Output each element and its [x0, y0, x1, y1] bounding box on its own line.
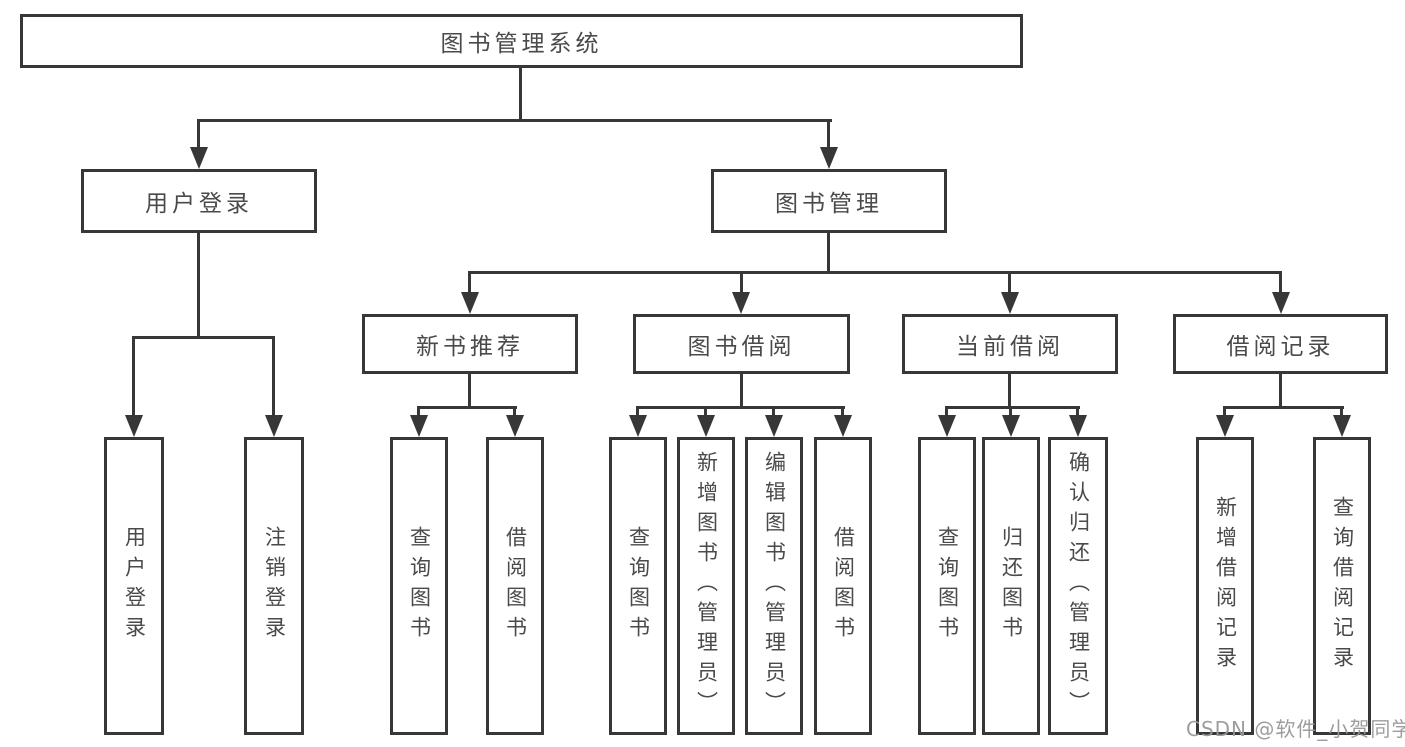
arrow-down-icon: [410, 415, 428, 437]
arrow-down-icon: [125, 415, 143, 437]
connector-line: [132, 336, 135, 418]
arrow-down-icon: [629, 415, 647, 437]
leaf-borrow-books: 借阅图书: [486, 437, 544, 735]
node-root: 图书管理系统: [20, 14, 1023, 68]
arrow-down-icon: [697, 415, 715, 437]
arrow-down-icon: [938, 415, 956, 437]
connector-line: [197, 119, 200, 150]
arrow-down-icon: [265, 415, 283, 437]
leaf-edit-book-admin: 编辑图书（管理员）: [745, 437, 803, 735]
arrow-down-icon: [732, 292, 750, 314]
leaf-borrow-books: 借阅图书: [814, 437, 872, 735]
connector-line: [740, 374, 743, 409]
connector-line: [772, 406, 775, 418]
connector-line: [841, 406, 844, 418]
leaf-query-books: 查询图书: [609, 437, 667, 735]
leaf-logout: 注销登录: [244, 437, 304, 735]
node-book-borrowing: 图书借阅: [633, 314, 850, 374]
leaf-add-borrow-record: 新增借阅记录: [1196, 437, 1254, 735]
connector-line: [827, 119, 830, 150]
connector-line: [945, 406, 1080, 409]
leaf-user-login: 用户登录: [104, 437, 164, 735]
connector-line: [1279, 374, 1282, 409]
leaf-confirm-return-admin: 确认归还（管理员）: [1048, 437, 1108, 735]
connector-line: [945, 406, 948, 418]
arrow-down-icon: [1216, 415, 1234, 437]
watermark: CSDN @软件_小贺同学: [1186, 717, 1405, 741]
leaf-query-borrow-record: 查询借阅记录: [1313, 437, 1371, 735]
node-new-book-recommend: 新书推荐: [362, 314, 578, 374]
connector-line: [636, 406, 845, 409]
connector-line: [132, 336, 274, 339]
connector-line: [197, 119, 832, 122]
connector-line: [272, 336, 275, 418]
connector-line: [513, 406, 516, 418]
connector-line: [1340, 406, 1343, 418]
node-borrow-records: 借阅记录: [1173, 314, 1388, 374]
connector-line: [704, 406, 707, 418]
connector-line: [1223, 406, 1226, 418]
connector-line: [1008, 374, 1011, 409]
arrow-down-icon: [1333, 415, 1351, 437]
connector-line: [1076, 406, 1079, 418]
arrow-down-icon: [190, 147, 208, 169]
arrow-down-icon: [765, 415, 783, 437]
arrow-down-icon: [820, 147, 838, 169]
connector-line: [1279, 271, 1282, 295]
arrow-down-icon: [1001, 292, 1019, 314]
leaf-query-books: 查询图书: [918, 437, 976, 735]
leaf-query-books: 查询图书: [390, 437, 448, 735]
connector-line: [519, 67, 522, 121]
arrow-down-icon: [834, 415, 852, 437]
connector-line: [636, 406, 639, 418]
connector-line: [468, 271, 1282, 274]
connector-line: [417, 406, 517, 409]
connector-line: [1009, 406, 1012, 418]
connector-line: [197, 233, 200, 339]
leaf-return-book: 归还图书: [982, 437, 1040, 735]
connector-line: [1008, 271, 1011, 295]
leaf-add-book-admin: 新增图书（管理员）: [677, 437, 735, 735]
connector-line: [1223, 406, 1344, 409]
arrow-down-icon: [506, 415, 524, 437]
node-user-login: 用户登录: [81, 169, 317, 233]
node-book-management: 图书管理: [711, 169, 947, 233]
connector-line: [468, 374, 471, 409]
connector-line: [417, 406, 420, 418]
connector-line: [827, 233, 830, 274]
arrow-down-icon: [1069, 415, 1087, 437]
arrow-down-icon: [1002, 415, 1020, 437]
connector-line: [740, 271, 743, 295]
connector-line: [468, 271, 471, 295]
arrow-down-icon: [1272, 292, 1290, 314]
node-current-borrowing: 当前借阅: [902, 314, 1118, 374]
arrow-down-icon: [461, 292, 479, 314]
